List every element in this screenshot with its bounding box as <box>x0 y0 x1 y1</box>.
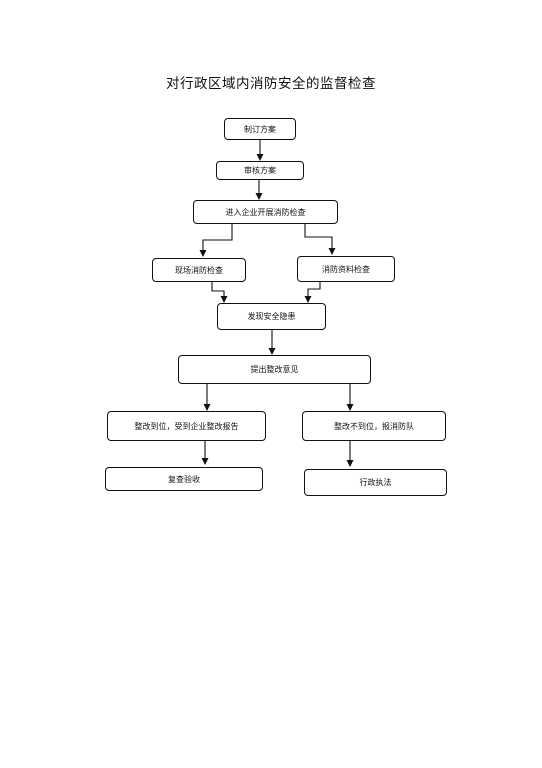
node-not-rectified: 整改不到位，报消防队 <box>302 411 446 441</box>
node-plan: 制订方案 <box>224 118 296 140</box>
node-administrative-enforcement: 行政执法 <box>304 469 447 496</box>
page-title: 对行政区域内消防安全的监督检查 <box>166 76 376 92</box>
node-find-hazard: 发现安全隐患 <box>217 303 326 330</box>
node-rectification-opinion: 提出整改意见 <box>178 355 371 384</box>
arrow-enter-to-site <box>199 224 233 257</box>
arrow-enter-to-docs <box>304 224 336 255</box>
node-review: 审核方案 <box>216 161 304 180</box>
node-enter-enterprise: 进入企业开展消防检查 <box>193 200 338 224</box>
arrow-site-to-hazard <box>211 282 228 303</box>
node-rectified: 整改到位，受到企业整改报告 <box>107 411 266 441</box>
node-site-inspection: 现场消防检查 <box>152 258 246 282</box>
arrow-docs-to-hazard <box>304 282 321 303</box>
node-document-inspection: 消防资料检查 <box>297 256 395 282</box>
node-reinspection: 复查验收 <box>105 467 263 491</box>
